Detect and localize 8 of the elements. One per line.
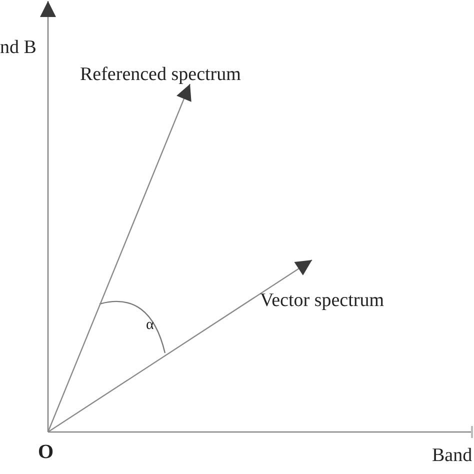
vector-arrow xyxy=(47,84,192,432)
vector-label: Referenced spectrum xyxy=(80,60,241,88)
axis-label: Band xyxy=(432,446,472,465)
angle-label: α xyxy=(146,318,154,333)
axis-label: nd B xyxy=(0,38,36,57)
origin-label: O xyxy=(38,440,54,464)
vector-arrow xyxy=(48,260,312,432)
vector-label: Vector spectrum xyxy=(260,286,384,314)
